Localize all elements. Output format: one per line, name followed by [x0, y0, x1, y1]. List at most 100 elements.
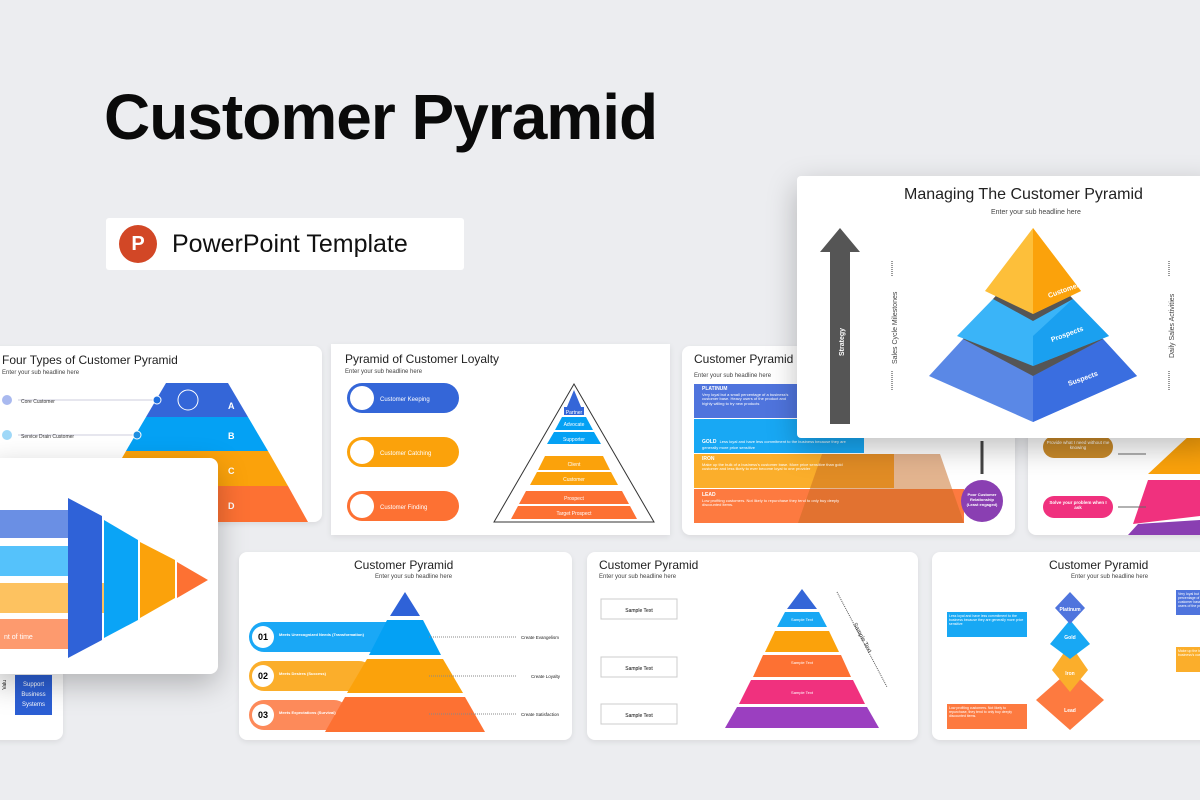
- slide-managing: Managing The Customer Pyramid Enter your…: [797, 176, 1200, 438]
- shape: [493, 383, 655, 523]
- row-text: nt of time: [4, 634, 33, 641]
- need-label: Provide what I need without me knowing: [1046, 440, 1110, 450]
- tier-text: Very loyal but a small percentage of a b…: [702, 391, 789, 406]
- row-result: Create Satisfaction: [521, 712, 560, 717]
- shape: [1052, 644, 1088, 692]
- template-badge: P PowerPoint Template: [106, 218, 464, 270]
- shape: [1055, 592, 1085, 624]
- shape: [530, 472, 618, 485]
- shape: [538, 456, 610, 470]
- arrow-graphic: [0, 498, 208, 658]
- shape: [947, 704, 1027, 729]
- slide-title: Customer Pyramid: [354, 558, 454, 572]
- shape: [249, 700, 349, 730]
- shape: [1033, 339, 1137, 422]
- note-text: Less loyal and have less commitment to t…: [949, 614, 1024, 626]
- slide-subtitle: Enter your sub headline here: [375, 574, 453, 580]
- shape: [177, 389, 199, 411]
- circle-label: Poor Customer Relationship (Least engage…: [966, 492, 998, 507]
- slide-subtitle: Enter your sub headline here: [991, 209, 1081, 216]
- shape: [252, 704, 274, 726]
- level-label: D: [228, 501, 235, 511]
- level-label: Gold: [1064, 635, 1075, 641]
- level-label: B: [228, 431, 235, 441]
- slide-subtitle: Enter your sub headline here: [2, 370, 80, 376]
- shape: [347, 437, 459, 467]
- shape: [132, 430, 142, 440]
- puzzle-rows: 01 02 03 Meets Unrecognized Needs (Trans…: [258, 632, 561, 720]
- shape: [1148, 426, 1200, 474]
- row-number: 01: [258, 632, 268, 642]
- tier-platinum: PLATINUM Very loyal but a small percenta…: [702, 386, 792, 406]
- puzzle-pyramid: 01 02 03 Meets Unrecognized Needs (Trans…: [249, 592, 561, 732]
- shape: [961, 480, 1003, 522]
- item-label: Core Customer: [21, 399, 55, 405]
- loyalty-button: Customer Finding: [380, 505, 427, 511]
- tier-text: Less loyal and have less commitment to t…: [702, 439, 846, 450]
- slide-title: Pyramid of Customer Loyalty: [345, 352, 500, 366]
- slide-title: Customer Pyramid: [1049, 558, 1149, 572]
- tier-gold: GOLD Less loyal and have less commitment…: [702, 439, 860, 450]
- shape: [1043, 496, 1113, 518]
- shape: [725, 707, 879, 728]
- note-text: Make up the bulk of a business's custome…: [1178, 649, 1200, 657]
- powerpoint-icon: P: [119, 225, 157, 263]
- slide-title: Four Types of Customer Pyramid: [2, 353, 178, 367]
- level-label: C: [228, 466, 235, 476]
- level-label: Prospect: [564, 496, 584, 502]
- shape: [600, 598, 678, 620]
- tier-name: GOLD: [702, 439, 717, 445]
- tier-iron: IRON Make up the bulk of a business's cu…: [702, 456, 852, 472]
- level-label: Lead: [1064, 708, 1076, 714]
- slide-sample: Customer Pyramid Enter your sub headline…: [587, 552, 918, 740]
- shape: [177, 562, 208, 598]
- row-number: 03: [258, 710, 268, 720]
- level-label: Target Prospect: [556, 511, 592, 517]
- arrow-label: Strategy: [839, 328, 846, 356]
- shape: [350, 494, 374, 518]
- shape: [1176, 590, 1200, 615]
- side-label: Valu: [2, 680, 8, 690]
- note-text: Low profiting customers. Not likely to r…: [949, 706, 1013, 718]
- tier-lead: LEAD Low profiting customers. Not likely…: [702, 492, 852, 508]
- shape: [390, 592, 420, 616]
- slide-subtitle: Enter your sub headline here: [345, 369, 423, 375]
- shape: [1133, 480, 1200, 524]
- shape: [1033, 299, 1109, 366]
- shape: [0, 619, 70, 649]
- shape: [347, 659, 463, 693]
- slide-puzzle: Customer Pyramid Enter your sub headline…: [239, 552, 572, 740]
- shape: [519, 491, 629, 504]
- shape: [347, 491, 459, 521]
- level-label: Customer: [563, 477, 585, 483]
- shape: [787, 589, 817, 609]
- item-label: Service Drain Customer: [21, 434, 74, 440]
- slide-title: Customer Pyramid: [694, 352, 794, 366]
- shape: [600, 703, 678, 725]
- level-label: Partner: [566, 410, 583, 416]
- row-text: Meets Unrecognized Needs (Transformation…: [279, 632, 365, 637]
- slide-layers: Customer Pyramid Enter your sub headline…: [932, 552, 1200, 740]
- shape: [600, 656, 678, 678]
- shape: [1043, 436, 1113, 458]
- shape: [753, 655, 851, 677]
- shape: [126, 417, 268, 451]
- shape: [350, 386, 374, 410]
- cell-label: Sample Text: [791, 660, 814, 665]
- shape: [325, 697, 485, 732]
- shape: [511, 506, 637, 519]
- shape: [0, 510, 70, 538]
- shape: [104, 520, 138, 638]
- level-label: Platinum: [1059, 607, 1081, 613]
- shape: [739, 680, 865, 704]
- sample-pyramid: Sample Text Sample Text Sample Text Samp…: [600, 589, 888, 728]
- side-label: Sales Cycle Milestones: [892, 291, 899, 364]
- level-label: Supporter: [563, 437, 585, 443]
- shape: [1036, 670, 1104, 730]
- row-result: Create Loyalty: [531, 674, 561, 679]
- loyalty-button: Customer Catching: [380, 451, 431, 457]
- shape: [1033, 228, 1081, 314]
- sample-label: Sample Text: [625, 608, 653, 614]
- sample-label: Sample Text: [625, 666, 653, 672]
- slide-subtitle: Enter your sub headline here: [1071, 574, 1149, 580]
